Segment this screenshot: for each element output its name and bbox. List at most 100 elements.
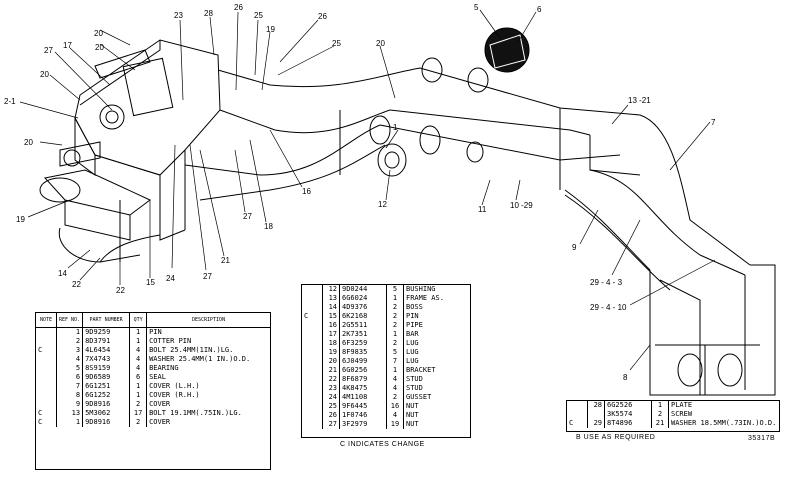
required-footnote: B USE AS REQUIRED [576, 434, 656, 441]
cell-note: C [567, 419, 588, 428]
cell-ref: 13 [322, 294, 340, 303]
cell-note [36, 327, 57, 337]
cell-qty: 4 [129, 355, 148, 364]
callout-7: 7 [711, 118, 716, 127]
cell-ref [587, 410, 605, 419]
callout-5: 5 [474, 3, 479, 12]
callout-1: 1 [393, 123, 398, 132]
callout-27: 27 [243, 212, 252, 221]
cell-qty: 2 [386, 339, 404, 348]
callout-24: 24 [166, 274, 175, 283]
cell-desc: SCREW [671, 410, 693, 418]
cell-qty: 2 [129, 400, 148, 409]
cell-part: 8S9159 [82, 364, 131, 373]
cell-desc: LUG [406, 348, 419, 356]
callout-28: 28 [204, 9, 213, 18]
cell-qty: 7 [386, 357, 404, 366]
cell-part: 6G1252 [82, 391, 131, 400]
cell-ref: 28 [587, 401, 605, 410]
cell-ref: 13 [56, 409, 84, 418]
cell-note [302, 321, 323, 330]
cell-qty: 16 [386, 402, 404, 411]
cell-desc: COTTER PIN [149, 337, 192, 345]
parts-list-header: NOTE REF NO. PART NUMBER QTY DESCRIPTION [36, 313, 270, 328]
cell-desc: BOSS [406, 303, 423, 311]
cell-note [302, 420, 323, 429]
change-footnote: C INDICATES CHANGE [340, 441, 425, 448]
cell-part: 2K7351 [339, 330, 387, 339]
cell-ref: 24 [322, 393, 340, 402]
front-frame-block [39, 39, 221, 263]
cell-part: 8T4896 [604, 419, 652, 428]
cell-ref: 22 [322, 375, 340, 384]
cell-part: 7X4743 [82, 355, 131, 364]
callout-9: 9 [572, 243, 577, 252]
cell-note [36, 355, 57, 364]
cell-desc: WASHER 18.5MM(.73IN.)O.D. [671, 419, 777, 427]
cell-ref: 20 [322, 357, 340, 366]
cell-note [36, 400, 57, 409]
cell-note [302, 294, 323, 303]
cell-qty: 4 [129, 346, 148, 355]
cell-desc: BRACKET [406, 366, 436, 374]
callout-23: 23 [174, 11, 183, 20]
cell-ref: 8 [56, 391, 84, 400]
cell-qty: 1 [129, 327, 148, 337]
cell-note [302, 330, 323, 339]
cell-note [36, 382, 57, 391]
cell-ref: 1 [56, 418, 84, 427]
cell-ref: 29 [587, 419, 605, 428]
cell-ref: 16 [322, 321, 340, 330]
cell-qty: 2 [386, 312, 404, 321]
cell-ref: 25 [322, 402, 340, 411]
cell-qty: 2 [386, 393, 404, 402]
cell-note: C [36, 346, 57, 355]
cell-part: 9F6445 [339, 402, 387, 411]
callout-29-4-3: 29 - 4 - 3 [590, 278, 623, 287]
callout-25: 25 [332, 39, 341, 48]
cell-desc: NUT [406, 411, 419, 419]
parts-list-left: NOTE REF NO. PART NUMBER QTY DESCRIPTION… [35, 312, 271, 470]
cell-ref: 15 [322, 312, 340, 321]
cell-desc: BOLT 19.1MM(.75IN.)LG. [149, 409, 242, 417]
cell-desc: FRAME AS. [406, 294, 444, 302]
cell-desc: NUT [406, 420, 419, 428]
cell-desc: STUD [406, 375, 423, 383]
cell-part: 4D9376 [339, 303, 387, 312]
callout-25: 25 [254, 11, 263, 20]
cell-qty: 5 [386, 285, 404, 294]
cell-qty: 1 [386, 294, 404, 303]
cell-desc: COVER (L.H.) [149, 382, 200, 390]
cell-desc: PIN [149, 328, 162, 336]
cell-ref: 4 [56, 355, 84, 364]
cell-part: 9D9259 [82, 327, 131, 337]
cell-note [302, 285, 323, 294]
cell-desc: WASHER 25.4MM(1 IN.)O.D. [149, 355, 251, 363]
cell-part: 8F9835 [339, 348, 387, 357]
callout-19: 19 [266, 25, 275, 34]
callout-26: 26 [234, 3, 243, 12]
callout-13-21: 13 -21 [628, 96, 651, 105]
cell-desc: COVER [149, 400, 171, 408]
cell-ref: 7 [56, 382, 84, 391]
cell-part: 8D3791 [82, 337, 131, 346]
header-ref: REF NO. [56, 313, 84, 328]
cell-note [302, 357, 323, 366]
